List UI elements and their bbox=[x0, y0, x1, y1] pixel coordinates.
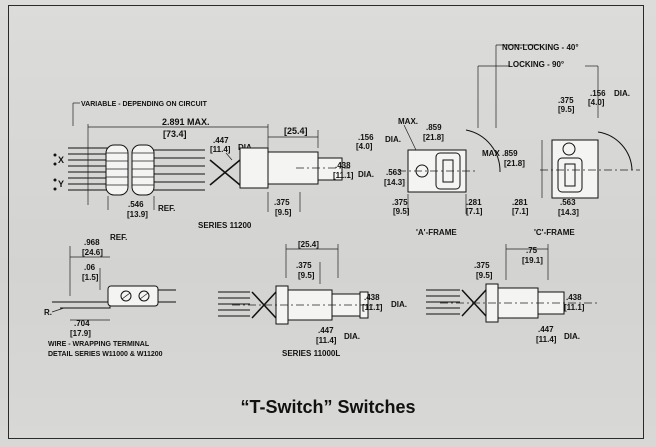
dim-218-a: [21.8] bbox=[423, 133, 444, 142]
dim-438-d: .438 bbox=[364, 293, 380, 302]
dim-40-a: [4.0] bbox=[356, 142, 373, 151]
dim-859-a: .859 bbox=[426, 123, 442, 132]
dim-447-d: .447 bbox=[318, 326, 334, 335]
variable-note: VARIABLE - DEPENDING ON CIRCUIT bbox=[81, 101, 208, 108]
x-label: X bbox=[58, 155, 64, 165]
dim-95-d: [9.5] bbox=[298, 271, 315, 280]
dim-40-c: [4.0] bbox=[588, 98, 605, 107]
dim-15: [1.5] bbox=[82, 273, 99, 282]
dim-143-c: [14.3] bbox=[558, 208, 579, 217]
dim-75: .75 bbox=[526, 246, 538, 255]
dia-a: DIA. bbox=[358, 170, 374, 179]
c-frame-label: 'C'-FRAME bbox=[534, 228, 575, 237]
dim-246: [24.6] bbox=[82, 248, 103, 257]
dia-d: DIA. bbox=[391, 300, 407, 309]
dim-254-b: [25.4] bbox=[298, 240, 319, 249]
non-locking-label: NON-LOCKING - 40° bbox=[502, 43, 579, 52]
dim-71-a: [7.1] bbox=[466, 207, 483, 216]
dim-375-a: .375 bbox=[274, 198, 290, 207]
bottom-right-drawing: .75 [19.1] .375 [9.5] .438 [11.1] .447 [… bbox=[426, 244, 600, 344]
max-a: MAX. bbox=[398, 117, 418, 126]
series-11200-label: SERIES 11200 bbox=[198, 221, 252, 230]
y-label: Y bbox=[58, 179, 64, 189]
dim-546: .546 bbox=[128, 200, 144, 209]
dim-156-a: .156 bbox=[358, 133, 374, 142]
dia-d2: DIA. bbox=[344, 332, 360, 341]
dim-375-e: .375 bbox=[474, 261, 490, 270]
dim-156-c: .156 bbox=[590, 89, 606, 98]
dim-179: [17.9] bbox=[70, 329, 91, 338]
dim-563-a: .563 bbox=[386, 168, 402, 177]
dim-2891: 2.891 MAX. bbox=[162, 117, 210, 127]
dim-191: [19.1] bbox=[522, 256, 543, 265]
dim-114-d: [11.4] bbox=[316, 336, 337, 345]
c-frame-drawing: NON-LOCKING - 40° LOCKING - 90° .375 [9.… bbox=[477, 43, 640, 237]
dim-143-a: [14.3] bbox=[384, 178, 405, 187]
dim-563-c: .563 bbox=[560, 198, 576, 207]
dim-111-a: [11.1] bbox=[333, 171, 354, 180]
locking-label: LOCKING - 90° bbox=[508, 60, 564, 69]
ref-a: REF. bbox=[158, 204, 175, 213]
dim-111-e: [11.1] bbox=[564, 303, 585, 312]
dim-95-a: [9.5] bbox=[275, 208, 292, 217]
a-frame-label: 'A'-FRAME bbox=[416, 228, 457, 237]
dim-447-top: .447 bbox=[213, 136, 229, 145]
dim-704: .704 bbox=[74, 319, 90, 328]
dim-254: [25.4] bbox=[284, 126, 308, 136]
dim-438-a: .438 bbox=[335, 161, 351, 170]
dim-375-b: .375 bbox=[392, 198, 408, 207]
series-11200-drawing: VARIABLE - DEPENDING ON CIRCUIT 2.891 MA… bbox=[53, 101, 374, 230]
dim-71-c: [7.1] bbox=[512, 207, 529, 216]
dim-968: .968 bbox=[84, 238, 100, 247]
dim-375-c: .375 bbox=[558, 96, 574, 105]
dim-281-c: .281 bbox=[512, 198, 528, 207]
a-frame-drawing: .156 [4.0] DIA. MAX. .859 [21.8] .563 [1… bbox=[356, 117, 501, 237]
wire-wrap-detail: .968 [24.6] REF. .06 [1.5] R. .704 [17.9… bbox=[44, 233, 176, 358]
dim-734: [73.4] bbox=[163, 129, 187, 139]
dim-375-d: .375 bbox=[296, 261, 312, 270]
dim-114-e: [11.4] bbox=[536, 335, 557, 344]
r-label: R. bbox=[44, 308, 52, 317]
page-title: “T-Switch” Switches bbox=[240, 397, 416, 417]
dia-b: DIA. bbox=[385, 135, 401, 144]
dim-95-b: [9.5] bbox=[393, 207, 410, 216]
dim-438-e: .438 bbox=[566, 293, 582, 302]
dia-e: DIA. bbox=[564, 332, 580, 341]
dim-111-d: [11.1] bbox=[362, 303, 383, 312]
wire-wrap-label-2: DETAIL SERIES W11000 & W11200 bbox=[48, 351, 163, 358]
dim-114-top: [11.4] bbox=[210, 145, 231, 154]
dim-06: .06 bbox=[84, 263, 96, 272]
wire-wrap-label-1: WIRE - WRAPPING TERMINAL bbox=[48, 341, 150, 348]
dim-95-e: [9.5] bbox=[476, 271, 493, 280]
dim-281-a: .281 bbox=[466, 198, 482, 207]
max-859-c: MAX .859 bbox=[482, 149, 518, 158]
ref-b: REF. bbox=[110, 233, 127, 242]
drawing-frame bbox=[8, 5, 644, 439]
series-11000l-drawing: [25.4] .375 [9.5] .438 [11.1] DIA. .447 … bbox=[218, 240, 407, 358]
dia-c: DIA. bbox=[614, 89, 630, 98]
dim-447-e: .447 bbox=[538, 325, 554, 334]
dim-218-c: [21.8] bbox=[504, 159, 525, 168]
dim-139: [13.9] bbox=[127, 210, 148, 219]
series-11000l-label: SERIES 11000L bbox=[282, 349, 340, 358]
dim-95-c: [9.5] bbox=[558, 105, 575, 114]
